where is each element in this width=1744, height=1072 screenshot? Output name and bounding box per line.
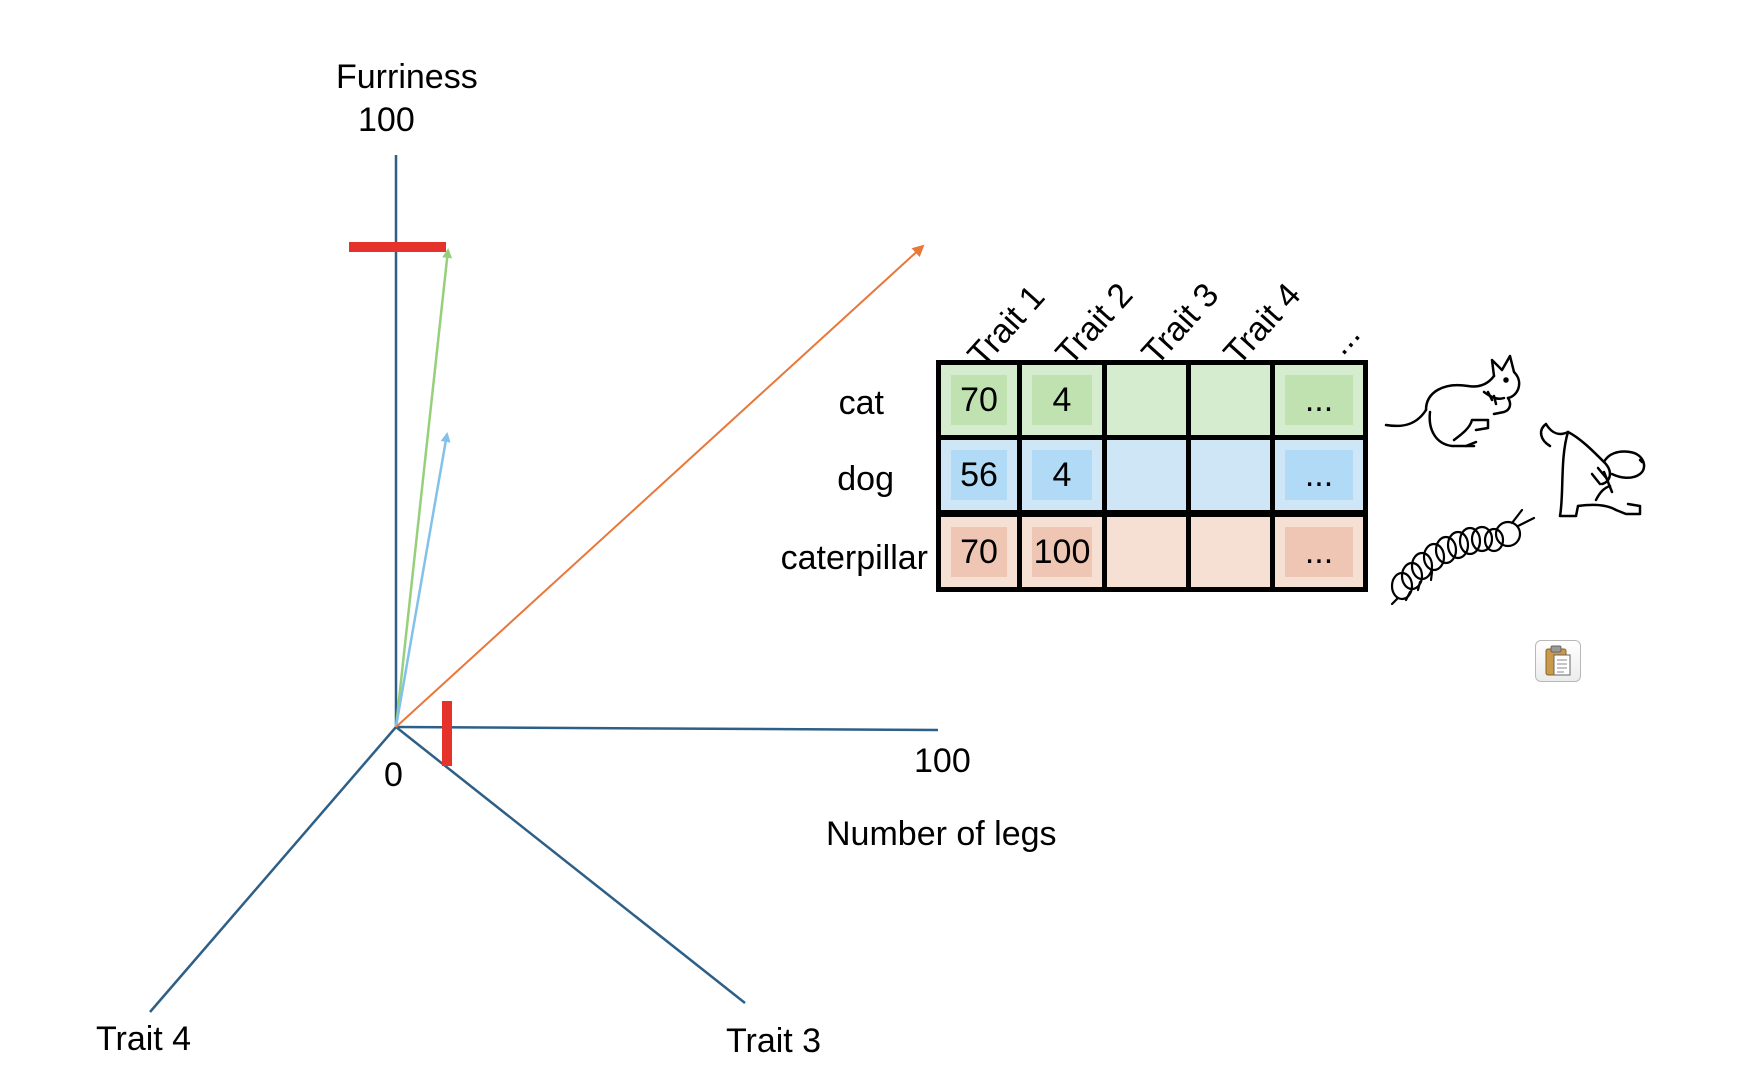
cell-value: 70 — [951, 375, 1007, 425]
cell-value: ... — [1285, 450, 1353, 500]
table-cell: ... — [1270, 360, 1368, 440]
cat-icon — [1384, 354, 1521, 448]
cell-value: ... — [1285, 527, 1353, 577]
row-label-cat: cat — [838, 384, 884, 422]
x-axis-max-label: 100 — [914, 742, 971, 780]
dog-vector-arrow — [394, 432, 451, 728]
table-cell — [1186, 512, 1275, 592]
cell-value: 4 — [1032, 450, 1092, 500]
table-cell: 56 — [936, 435, 1022, 515]
table-cell — [1102, 360, 1191, 440]
caterpillar-icon — [1390, 508, 1536, 606]
trait4-axis-label: Trait 4 — [96, 1020, 192, 1058]
table-cell: 70 — [936, 512, 1022, 592]
cat-vector-arrow — [394, 248, 453, 728]
caterpillar-vector-arrow — [395, 244, 925, 728]
x-axis-line — [395, 725, 939, 732]
clipboard-icon — [1545, 645, 1571, 676]
cell-value: 100 — [1032, 527, 1092, 577]
origin-label: 0 — [384, 756, 403, 794]
cell-value: 4 — [1032, 375, 1092, 425]
row-label-dog: dog — [837, 460, 894, 498]
table-cell — [1186, 435, 1275, 515]
paste-options-button[interactable] — [1535, 640, 1581, 682]
dog-icon — [1539, 422, 1646, 518]
table-cell: 4 — [1017, 435, 1107, 515]
trait4-axis-line — [149, 726, 397, 1013]
cell-value: 56 — [951, 450, 1007, 500]
table-cell: ... — [1270, 512, 1368, 592]
y-axis-title: Furriness — [336, 58, 478, 96]
trait3-axis-label: Trait 3 — [726, 1022, 822, 1060]
table-cell: 70 — [936, 360, 1022, 440]
table-cell — [1186, 360, 1275, 440]
y-axis-max-label: 100 — [358, 101, 415, 139]
table-cell: ... — [1270, 435, 1368, 515]
table-cell: 100 — [1017, 512, 1107, 592]
trait3-axis-line — [395, 726, 746, 1004]
row-label-caterpillar: caterpillar — [780, 539, 928, 577]
table-cell: 4 — [1017, 360, 1107, 440]
table-cell — [1102, 435, 1191, 515]
cell-value: 70 — [951, 527, 1007, 577]
table-cell — [1102, 512, 1191, 592]
cell-value: ... — [1285, 375, 1353, 425]
x-axis-title: Number of legs — [826, 815, 1057, 853]
